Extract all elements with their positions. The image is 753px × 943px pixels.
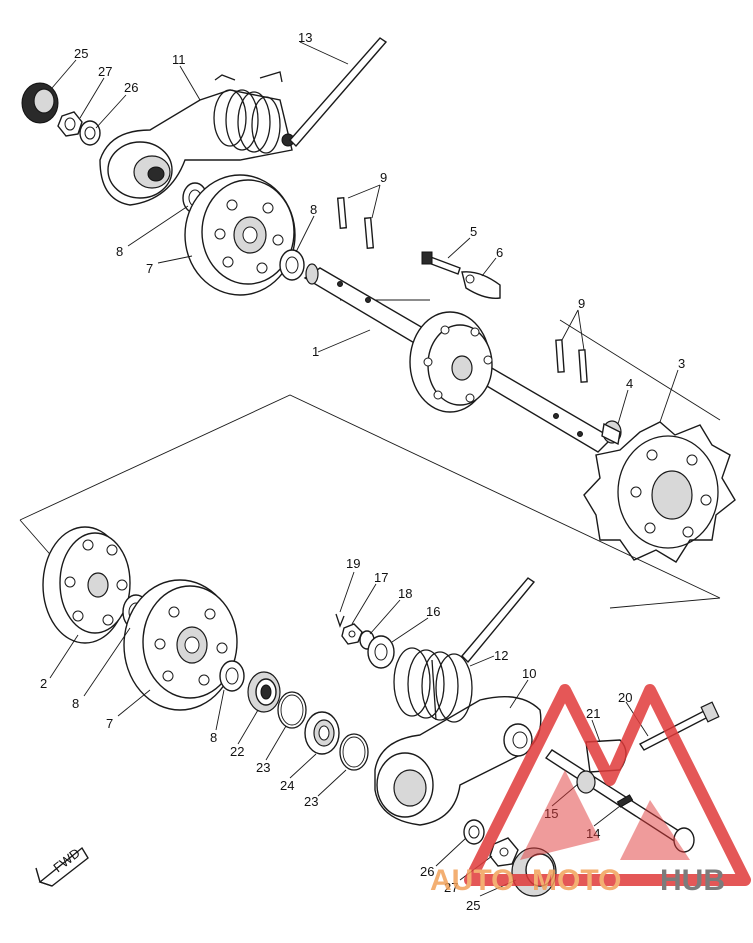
part-washer-8d xyxy=(219,660,245,692)
part-nut-17 xyxy=(341,623,363,645)
callout-4: 4 xyxy=(626,376,633,391)
callout-17: 17 xyxy=(374,570,388,585)
watermark-word-hub: HUB xyxy=(660,864,725,897)
part-rod-lower xyxy=(461,577,536,664)
part-nut-27-lower xyxy=(489,837,519,867)
callout-8-c: 8 xyxy=(72,696,79,711)
callout-9-a: 9 xyxy=(380,170,387,185)
part-axle-1 xyxy=(303,263,614,453)
part-collar-4 xyxy=(601,420,622,446)
callout-19: 19 xyxy=(346,556,360,571)
part-arm-10 xyxy=(374,695,542,826)
part-wheel-7b xyxy=(123,579,238,711)
part-circlip-23a xyxy=(277,691,307,729)
watermark-word-auto: AUTO xyxy=(430,864,514,897)
callout-3: 3 xyxy=(678,356,685,371)
fwd-arrow: FWD xyxy=(35,845,89,887)
callout-23-a: 23 xyxy=(256,760,270,775)
part-sprocket-3 xyxy=(583,421,736,563)
part-washer-8b xyxy=(279,249,305,281)
callout-12: 12 xyxy=(494,648,508,663)
callout-18: 18 xyxy=(398,586,412,601)
part-circlip-23b xyxy=(339,733,369,771)
part-cap-top xyxy=(21,82,59,124)
callout-25-bottom: 25 xyxy=(466,898,480,913)
part-rod-13 xyxy=(289,37,388,148)
callout-2: 2 xyxy=(40,676,47,691)
part-washer-26-lower xyxy=(463,819,485,845)
callout-8-d: 8 xyxy=(210,730,217,745)
part-washer-top xyxy=(79,120,101,146)
callout-20: 20 xyxy=(618,690,632,705)
callout-8-a: 8 xyxy=(116,244,123,259)
callout-6: 6 xyxy=(496,245,503,260)
callout-23-b: 23 xyxy=(304,794,318,809)
callout-9-b: 9 xyxy=(578,296,585,311)
leader-lines xyxy=(49,41,679,897)
part-wheel-7a xyxy=(184,174,296,296)
callout-8-b: 8 xyxy=(310,202,317,217)
callout-26-top: 26 xyxy=(124,80,138,95)
part-pins-9b xyxy=(555,339,588,383)
part-arm-11 xyxy=(99,71,295,206)
callout-7-b: 7 xyxy=(106,716,113,731)
part-nut-top xyxy=(57,111,83,137)
callout-5: 5 xyxy=(470,224,477,239)
callout-27-bottom: 27 xyxy=(444,880,458,895)
callout-26-bottom: 26 xyxy=(420,864,434,879)
part-clip-19 xyxy=(335,613,345,628)
callout-11: 11 xyxy=(172,52,186,67)
callout-16: 16 xyxy=(426,604,440,619)
callout-24: 24 xyxy=(280,778,294,793)
part-bearing-22 xyxy=(247,671,281,713)
automotohub-watermark: AUTO MOTO HUB xyxy=(430,684,751,897)
part-bushing-16 xyxy=(367,635,395,669)
callout-25-top: 25 xyxy=(74,46,88,61)
callout-13: 13 xyxy=(298,30,312,45)
callout-1: 1 xyxy=(312,344,319,359)
callout-22: 22 xyxy=(230,744,244,759)
part-disc-2 xyxy=(42,526,131,644)
part-spring-12 xyxy=(393,647,473,723)
part-pin-14 xyxy=(616,794,634,808)
callout-numbers: 25 27 26 11 13 8 7 8 9 5 6 1 9 4 3 2 8 7… xyxy=(40,30,685,913)
callout-27-top: 27 xyxy=(98,64,112,79)
callout-10: 10 xyxy=(522,666,536,681)
part-pins-9a xyxy=(336,197,375,249)
part-bearing-24 xyxy=(304,711,340,755)
watermark-word-moto: MOTO xyxy=(532,864,621,897)
part-bracket-6 xyxy=(461,271,501,299)
callout-21: 21 xyxy=(586,706,600,721)
callout-7-a: 7 xyxy=(146,261,153,276)
part-bolt-5 xyxy=(421,251,461,275)
